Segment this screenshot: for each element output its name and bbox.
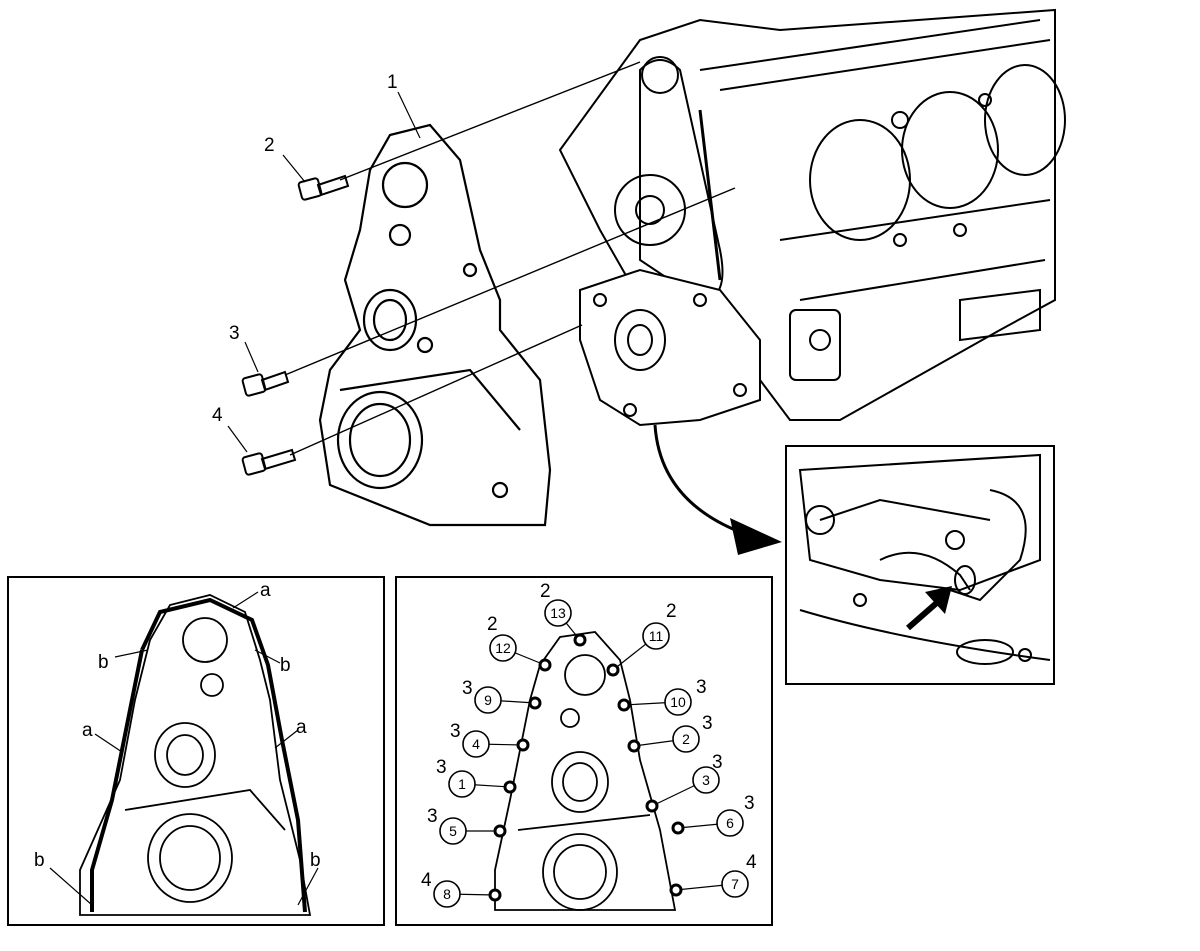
sequence-number: 9 [484,692,492,708]
sequence-number: 5 [449,823,457,839]
bolt-hole-marker [671,821,685,835]
callout-leaders [227,91,421,453]
bolt-icon [241,370,290,397]
gasket-label-b: b [98,652,109,673]
bolt-number: 3 [712,752,723,773]
alignment-lines [284,61,736,456]
gasket-label-a: a [82,720,93,741]
sequence-circle [664,688,692,716]
sequence-number: 2 [682,731,690,747]
detail-panel [785,445,1055,685]
gasket-label-a: a [296,717,307,738]
callout-2: 2 [264,135,275,156]
bolt-number: 3 [450,721,461,742]
bolt-hole-marker [488,888,502,902]
sequence-circle [544,599,572,627]
sequence-number: 4 [472,736,480,752]
bolt-hole-marker [493,824,507,838]
oil-pump [579,268,761,427]
bolt-hole-marker [606,663,620,677]
sequence-circle [672,725,700,753]
bolt-number: 2 [666,601,677,622]
sequence-circle [642,622,670,650]
bolt-number: 3 [462,678,473,699]
pointer-arrow-icon [906,586,952,631]
gasket-label-a: a [260,580,271,601]
gasket-panel: a b b a a b b [7,576,385,926]
sequence-circle [474,686,502,714]
sequence-number: 1 [458,776,466,792]
bolt-hole-marker [516,738,530,752]
callout-3: 3 [229,323,240,344]
gasket-label-b: b [310,850,321,871]
sequence-number: 7 [731,876,739,892]
sequence-circle [489,634,517,662]
gasket-label-b: b [280,655,291,676]
sequence-circle [448,770,476,798]
sequence-number: 3 [702,772,710,788]
gasket-label-b: b [34,850,45,871]
bolt-hole-marker [669,883,683,897]
sequence-circle [721,870,749,898]
bolt-hole-marker [627,739,641,753]
bolt-number: 3 [702,713,713,734]
bolt-number: 3 [427,806,438,827]
sequence-number: 6 [726,815,734,831]
bolt-number: 3 [744,793,755,814]
sequence-circle [716,809,744,837]
bolt-hole-marker [645,799,659,813]
bolt-hole-marker [503,780,517,794]
sequence-number: 11 [649,628,664,644]
callout-1: 1 [387,72,398,93]
bolt-number: 4 [421,870,432,891]
bolt-hole-marker [538,658,552,672]
curved-arrow-icon [653,424,782,555]
bolt-number: 4 [746,852,757,873]
sequence-number: 8 [443,886,451,902]
sequence-number: 13 [550,605,566,621]
bolt-icon [297,174,350,201]
bolt-icon [241,448,297,476]
sequence-circle [462,730,490,758]
bolt-hole-marker [528,696,542,710]
sequence-number: 12 [495,640,511,656]
sequence-number: 10 [670,694,686,710]
bolt-number: 3 [696,677,707,698]
front-cover [318,123,552,527]
sequence-circle [439,817,467,845]
callout-4: 4 [212,405,223,426]
sequence-circle [692,766,720,794]
bolt-number: 3 [436,757,447,778]
bolt-hole-marker [573,633,587,647]
sequence-circle [433,880,461,908]
bolt-number: 2 [487,614,498,635]
bolt-number: 2 [540,581,551,602]
bolt-hole-marker [617,698,631,712]
